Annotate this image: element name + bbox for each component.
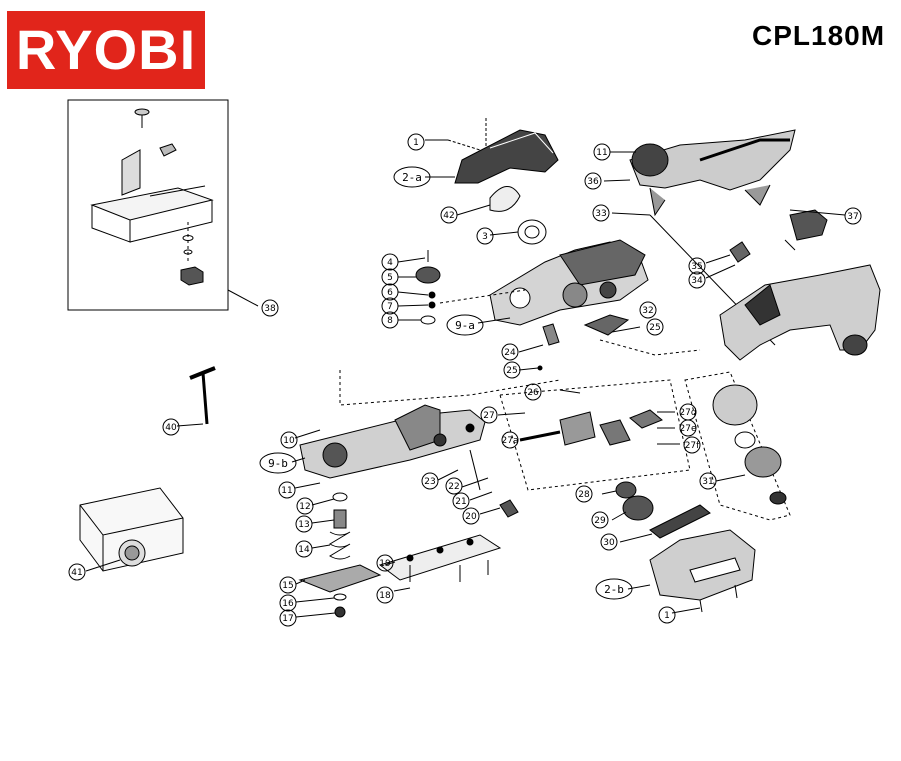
label-1a: 1	[413, 138, 419, 148]
label-11a: 11	[596, 148, 607, 158]
label-24: 24	[504, 348, 516, 358]
label-31: 31	[702, 477, 713, 487]
label-36: 36	[587, 177, 599, 187]
depth-knob	[415, 250, 441, 325]
label-1b: 1	[664, 611, 670, 621]
handle-housing	[629, 129, 796, 217]
model-number: CPL180M	[752, 20, 886, 51]
label-9a: 9-a	[455, 319, 475, 332]
storage-case	[79, 487, 184, 572]
label-26: 26	[527, 388, 539, 398]
base-housing	[299, 404, 486, 479]
label-42: 42	[443, 211, 454, 221]
label-21: 21	[455, 497, 466, 507]
label-41: 41	[71, 568, 82, 578]
label-18: 18	[379, 591, 391, 601]
label-12: 12	[299, 502, 310, 512]
part-label-text: 1 1 2-a 2-b 3 4 5 6 7 8 9-a 9-b 10 11 11…	[71, 138, 858, 624]
label-2b: 2-b	[604, 583, 624, 596]
label-8: 8	[387, 316, 393, 326]
label-25b: 25	[649, 323, 660, 333]
blade-plate	[378, 534, 502, 582]
label-27a: 27a	[502, 436, 519, 446]
label-20: 20	[465, 512, 477, 522]
main-housing	[489, 239, 649, 326]
label-19: 19	[379, 559, 391, 569]
label-27e: 27e	[680, 424, 697, 434]
hex-key	[176, 366, 216, 427]
label-5: 5	[387, 273, 393, 283]
label-27f: 27f	[685, 441, 700, 451]
label-40: 40	[165, 423, 177, 433]
label-38: 38	[264, 304, 276, 314]
label-7: 7	[387, 302, 393, 312]
label-15: 15	[282, 581, 293, 591]
rear-handle	[719, 241, 881, 361]
label-33: 33	[595, 209, 606, 219]
label-11b: 11	[281, 486, 292, 496]
label-34: 34	[691, 276, 703, 286]
label-35: 35	[691, 262, 702, 272]
label-4: 4	[387, 258, 393, 268]
label-32: 32	[642, 306, 653, 316]
label-23: 23	[424, 477, 435, 487]
label-6: 6	[387, 288, 393, 298]
label-28: 28	[578, 490, 590, 500]
dust-chute	[447, 118, 559, 184]
label-25a: 25	[506, 366, 517, 376]
label-3: 3	[482, 232, 488, 242]
spring-stack	[298, 492, 382, 618]
label-13: 13	[298, 520, 309, 530]
label-10: 10	[283, 436, 295, 446]
label-2a: 2-a	[402, 171, 422, 184]
belt-cover	[649, 529, 756, 613]
label-17: 17	[282, 614, 293, 624]
ryobi-logo: RYOBI	[7, 11, 205, 89]
edge-guide-inset	[67, 99, 259, 311]
motor-assembly	[519, 384, 787, 505]
label-9b: 9-b	[268, 457, 288, 470]
label-22: 22	[448, 482, 459, 492]
label-16: 16	[282, 599, 294, 609]
logo-text: RYOBI	[15, 18, 197, 81]
label-29: 29	[594, 516, 606, 526]
label-27: 27	[483, 411, 494, 421]
label-14: 14	[298, 545, 310, 555]
part-labels	[68, 133, 862, 627]
label-37: 37	[847, 212, 858, 222]
label-27d: 27d	[679, 408, 696, 418]
label-30: 30	[603, 538, 615, 548]
